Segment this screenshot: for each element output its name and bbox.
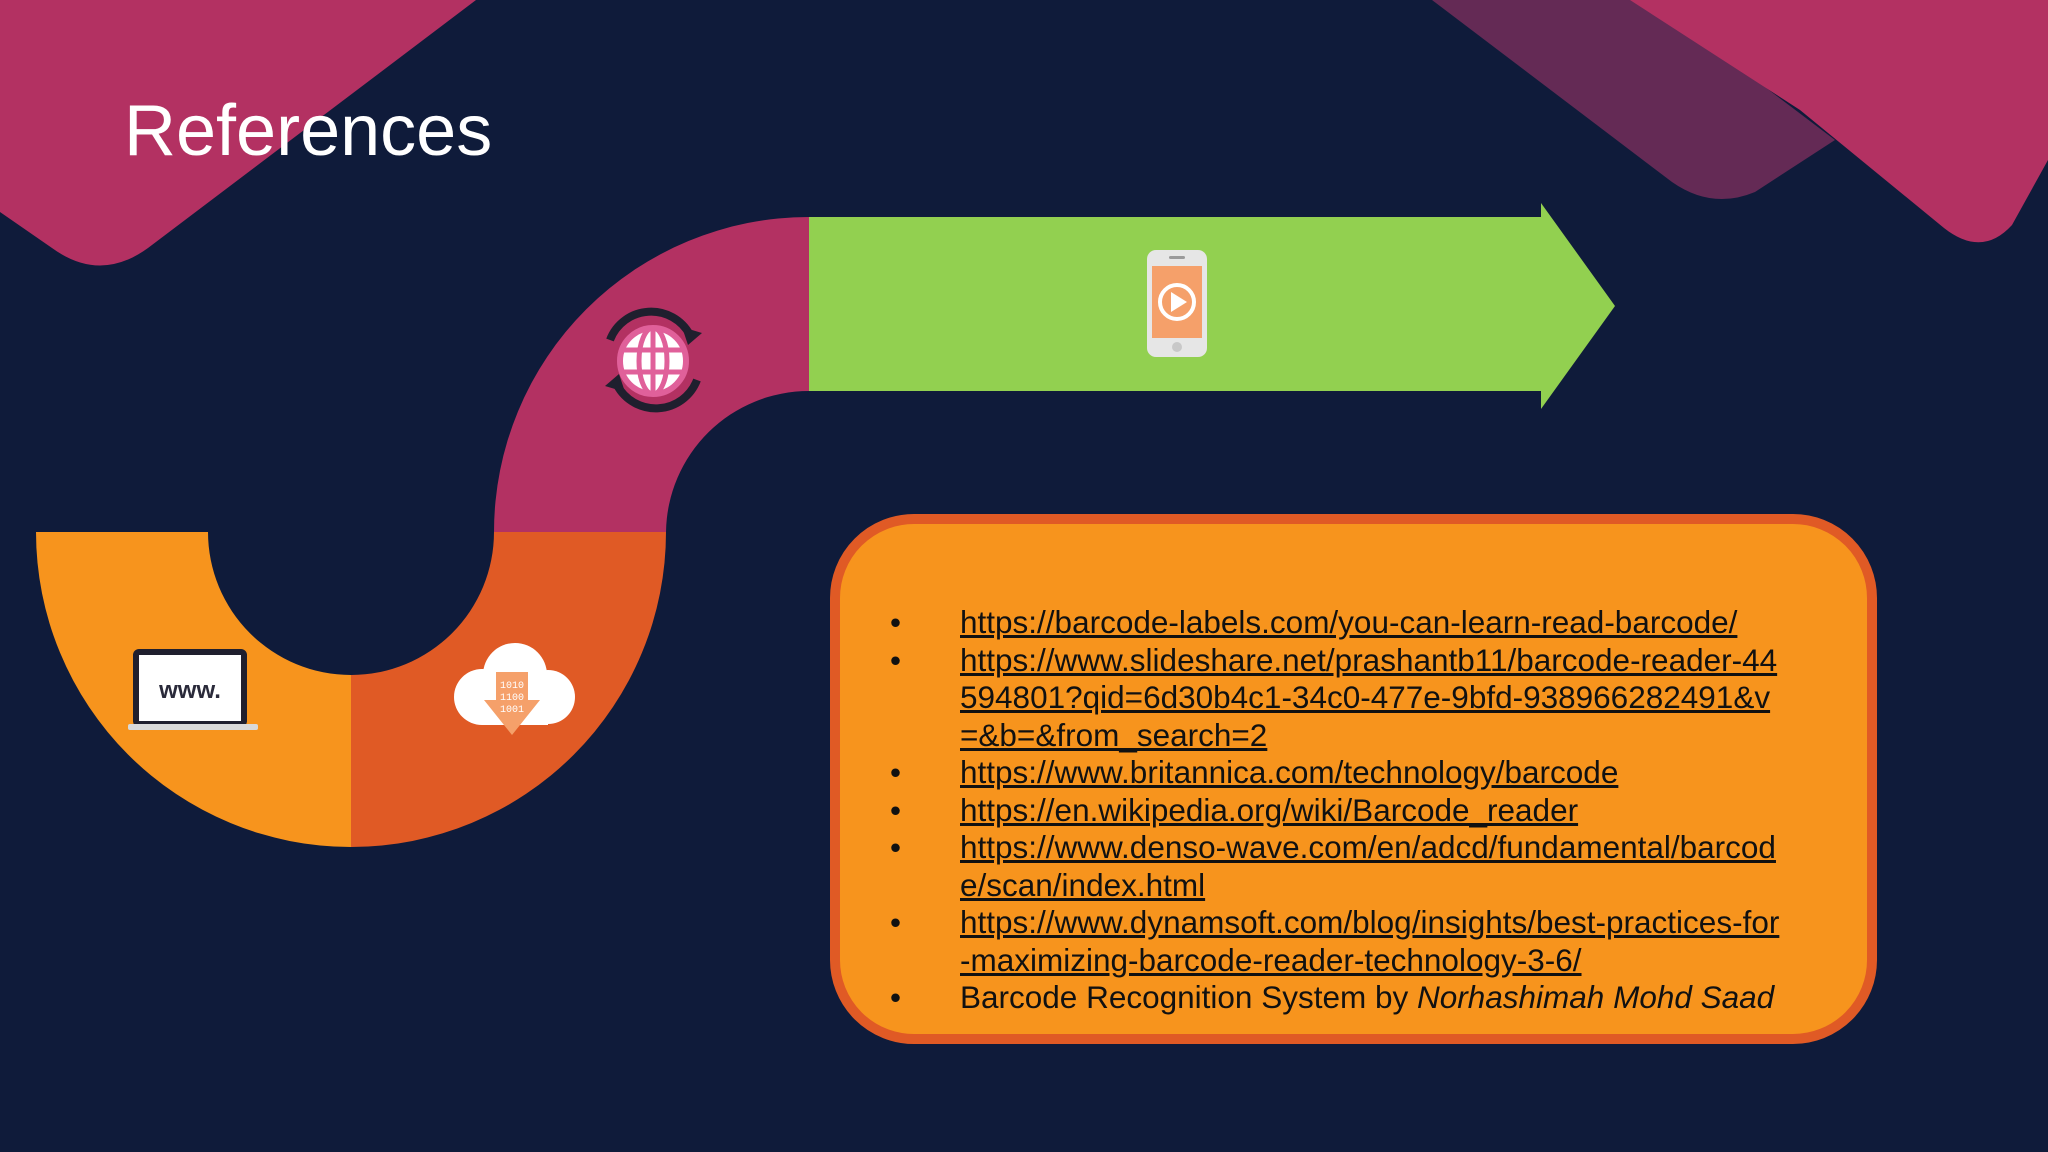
references-box: https://barcode-labels.com/you-can-learn… — [830, 514, 1877, 1044]
reference-item: https://www.denso-wave.com/en/adcd/funda… — [890, 829, 1787, 904]
cloud-download-icon: 1010 1100 1001 — [454, 643, 575, 735]
reference-item: https://www.slideshare.net/prashantb11/b… — [890, 642, 1787, 755]
reference-link[interactable]: https://www.slideshare.net/prashantb11/b… — [960, 641, 1778, 753]
reference-item: https://barcode-labels.com/you-can-learn… — [890, 604, 1787, 642]
smartphone-play-icon — [1147, 250, 1207, 357]
green-arrow — [809, 203, 1615, 409]
corner-shape-top-right-dark — [1432, 0, 1835, 200]
globe-sync-icon — [605, 307, 702, 413]
cloud-binary-line-2: 1100 — [500, 693, 524, 704]
cloud-binary-line-3: 1001 — [500, 705, 524, 716]
reference-item-text: Barcode Recognition System by Norhashima… — [890, 979, 1787, 1017]
laptop-www-icon: www. — [128, 649, 258, 730]
reference-link[interactable]: https://barcode-labels.com/you-can-learn… — [960, 604, 1738, 640]
reference-item: https://en.wikipedia.org/wiki/Barcode_re… — [890, 792, 1787, 830]
reference-link[interactable]: https://en.wikipedia.org/wiki/Barcode_re… — [960, 791, 1579, 828]
slide-title: References — [124, 91, 493, 171]
reference-item: https://www.britannica.com/technology/ba… — [890, 754, 1787, 792]
reference-link[interactable]: https://www.denso-wave.com/en/adcd/funda… — [960, 829, 1776, 903]
reference-title: Barcode Recognition System by — [960, 979, 1417, 1015]
reference-link[interactable]: https://www.dynamsoft.com/blog/insights/… — [960, 904, 1780, 978]
corner-shape-top-right — [1630, 0, 2048, 243]
laptop-www-label: www. — [158, 677, 221, 704]
cloud-binary-line-1: 1010 — [500, 681, 524, 692]
reference-link[interactable]: https://www.britannica.com/technology/ba… — [960, 754, 1619, 790]
reference-item: https://www.dynamsoft.com/blog/insights/… — [890, 904, 1787, 979]
corner-shape-top-left — [0, 0, 476, 266]
references-list: https://barcode-labels.com/you-can-learn… — [890, 604, 1787, 1017]
reference-author: Norhashimah Mohd Saad — [1416, 979, 1775, 1015]
